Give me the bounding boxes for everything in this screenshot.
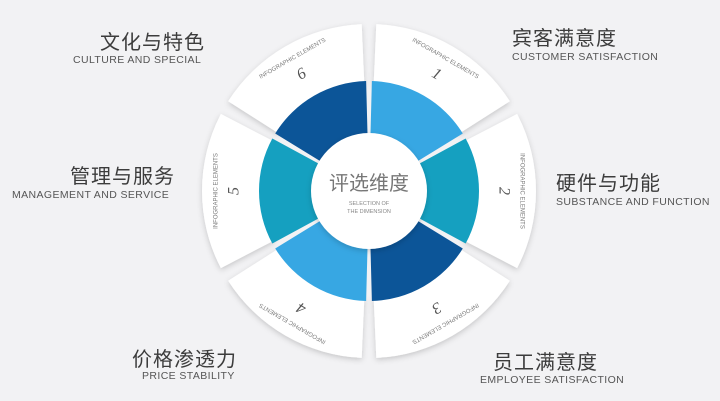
item-1-title-cn: 宾客满意度 xyxy=(512,26,617,50)
panel-3 xyxy=(373,247,510,358)
panel-number-2: 2 xyxy=(495,187,512,195)
item-2-title-cn: 硬件与功能 xyxy=(556,171,661,195)
item-6-title-en: CULTURE AND SPECIAL xyxy=(73,54,202,66)
item-2-title-en: SUBSTANCE AND FUNCTION xyxy=(556,196,710,208)
ring-segment-5 xyxy=(258,138,320,244)
item-1-title-en: CUSTOMER SATISFACTION xyxy=(512,51,659,63)
panel-2 xyxy=(463,113,536,269)
item-5-title-cn: 管理与服务 xyxy=(70,164,175,188)
center-subtitle-line2: THE DIMENSION xyxy=(347,209,391,215)
center-title: 评选维度 xyxy=(329,171,409,195)
ring-segment-3 xyxy=(370,220,463,301)
item-6-title-cn: 文化与特色 xyxy=(100,30,205,54)
panel-1 xyxy=(373,24,510,135)
item-4-title-en: PRICE STABILITY xyxy=(142,370,235,382)
panel-5 xyxy=(202,113,275,269)
ring-segment-6 xyxy=(275,81,368,162)
ring-segment-4 xyxy=(275,220,368,301)
item-4-title-cn: 价格渗透力 xyxy=(132,347,237,371)
item-3-title-en: EMPLOYEE SATISFACTION xyxy=(480,374,625,386)
panel-caption-5: INFOGRAPHIC ELEMENTS xyxy=(214,153,220,229)
panel-caption-2: INFOGRAPHIC ELEMENTS xyxy=(518,153,524,229)
center-hub xyxy=(311,133,427,249)
panel-6 xyxy=(228,24,365,135)
center-subtitle-line1: SELECTION OF xyxy=(349,201,390,207)
item-5-title-en: MANAGEMENT AND SERVICE xyxy=(12,189,170,201)
ring-segment-1 xyxy=(370,81,463,162)
item-3-title-cn: 员工满意度 xyxy=(493,350,598,374)
panel-4 xyxy=(228,247,365,358)
ring-segment-2 xyxy=(418,138,480,244)
panel-number-5: 5 xyxy=(226,187,243,195)
